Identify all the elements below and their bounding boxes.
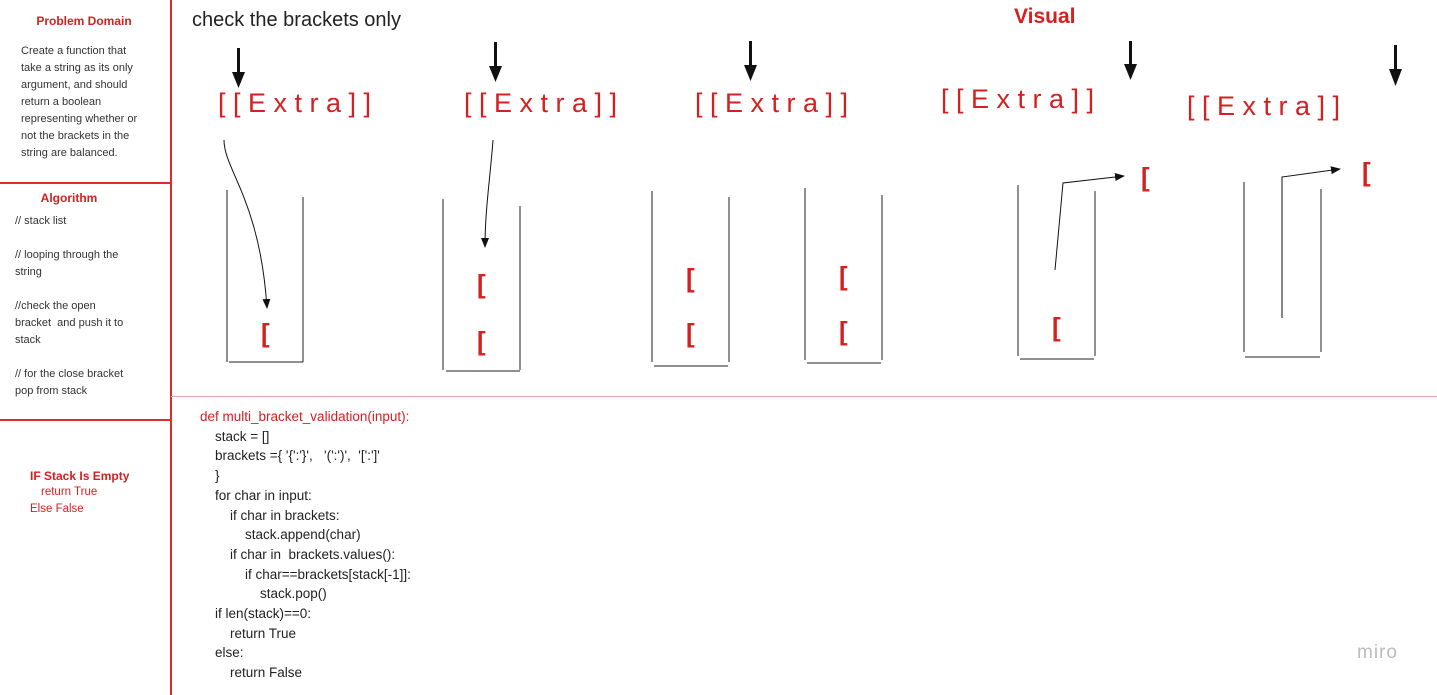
code-line: else: <box>200 645 244 661</box>
pop-arrow-6 <box>1281 166 1341 318</box>
pointer-arrow-3 <box>744 41 757 81</box>
algorithm-title: Algorithm <box>40 191 98 205</box>
result-else-line: Else False <box>30 503 84 515</box>
problem-domain-text: Create a function that take a string as … <box>21 45 138 159</box>
stack-container-2 <box>442 199 521 372</box>
sequence-step-3: [ [ E x t r a ] ] <box>695 88 849 118</box>
stack-item: [ <box>477 326 486 356</box>
instruction-text: check the brackets only <box>192 9 401 31</box>
pointer-arrow-4 <box>1124 41 1137 80</box>
stack-item: [ <box>261 318 270 348</box>
code-line: if char in brackets.values(): <box>200 546 396 562</box>
pointer-arrow-1 <box>232 48 245 88</box>
stack-container-4 <box>804 188 883 364</box>
visual-title: Visual <box>1014 5 1076 28</box>
code-line: stack = [] <box>200 428 270 444</box>
pop-arrow-5 <box>1054 173 1125 271</box>
result-true-line: return True <box>41 486 98 498</box>
push-arrow-2 <box>481 139 494 248</box>
stack-container-3 <box>651 191 730 367</box>
code-line: if char in brackets: <box>200 507 340 523</box>
code-line: brackets ={ '{':'}', '(':')', '[':']' <box>200 448 380 464</box>
code-line: } <box>200 468 220 484</box>
stack-item: [ <box>839 261 848 291</box>
result-title: IF Stack Is Empty <box>30 469 130 483</box>
code-block: def multi_bracket_validation(input): sta… <box>200 407 411 683</box>
stack-container-1 <box>226 190 304 363</box>
algorithm-text: // stack list // looping through the str… <box>15 215 124 397</box>
popped-item: [ <box>1141 162 1150 192</box>
sidebar-section-divider-1 <box>0 182 171 184</box>
stack-item: [ <box>686 263 695 293</box>
code-line: return False <box>200 665 303 681</box>
stack-item: [ <box>686 318 695 348</box>
miro-logo: miro <box>1357 642 1398 663</box>
code-line: if char==brackets[stack[-1]]: <box>200 566 411 582</box>
pointer-arrow-2 <box>489 42 502 82</box>
stack-container-6 <box>1243 182 1322 358</box>
sequence-step-2: [ [ E x t r a ] ] <box>464 88 618 118</box>
stack-item: [ <box>477 269 486 299</box>
pointer-arrow-5 <box>1389 45 1402 86</box>
sequence-step-4: [ [ E x t r a ] ] <box>941 84 1095 114</box>
stack-container-5 <box>1017 185 1096 360</box>
push-arrow-1 <box>223 139 271 309</box>
sequence-step-5: [ [ E x t r a ] ] <box>1187 91 1341 121</box>
popped-item: [ <box>1362 157 1371 187</box>
sidebar-divider <box>170 0 172 695</box>
code-line: for char in input: <box>200 487 312 503</box>
stack-item: [ <box>839 316 848 346</box>
code-line: return True <box>200 625 297 641</box>
sequence-step-1: [ [ E x t r a ] ] <box>218 88 372 118</box>
canvas-divider <box>171 396 1437 397</box>
stack-item: [ <box>1052 312 1061 342</box>
code-line: stack.append(char) <box>200 527 361 543</box>
code-line: stack.pop() <box>200 586 327 602</box>
problem-domain-title: Problem Domain <box>36 14 132 28</box>
code-line: if len(stack)==0: <box>200 606 312 622</box>
sidebar-section-divider-2 <box>0 419 171 421</box>
code-line: def multi_bracket_validation(input): <box>200 409 410 424</box>
